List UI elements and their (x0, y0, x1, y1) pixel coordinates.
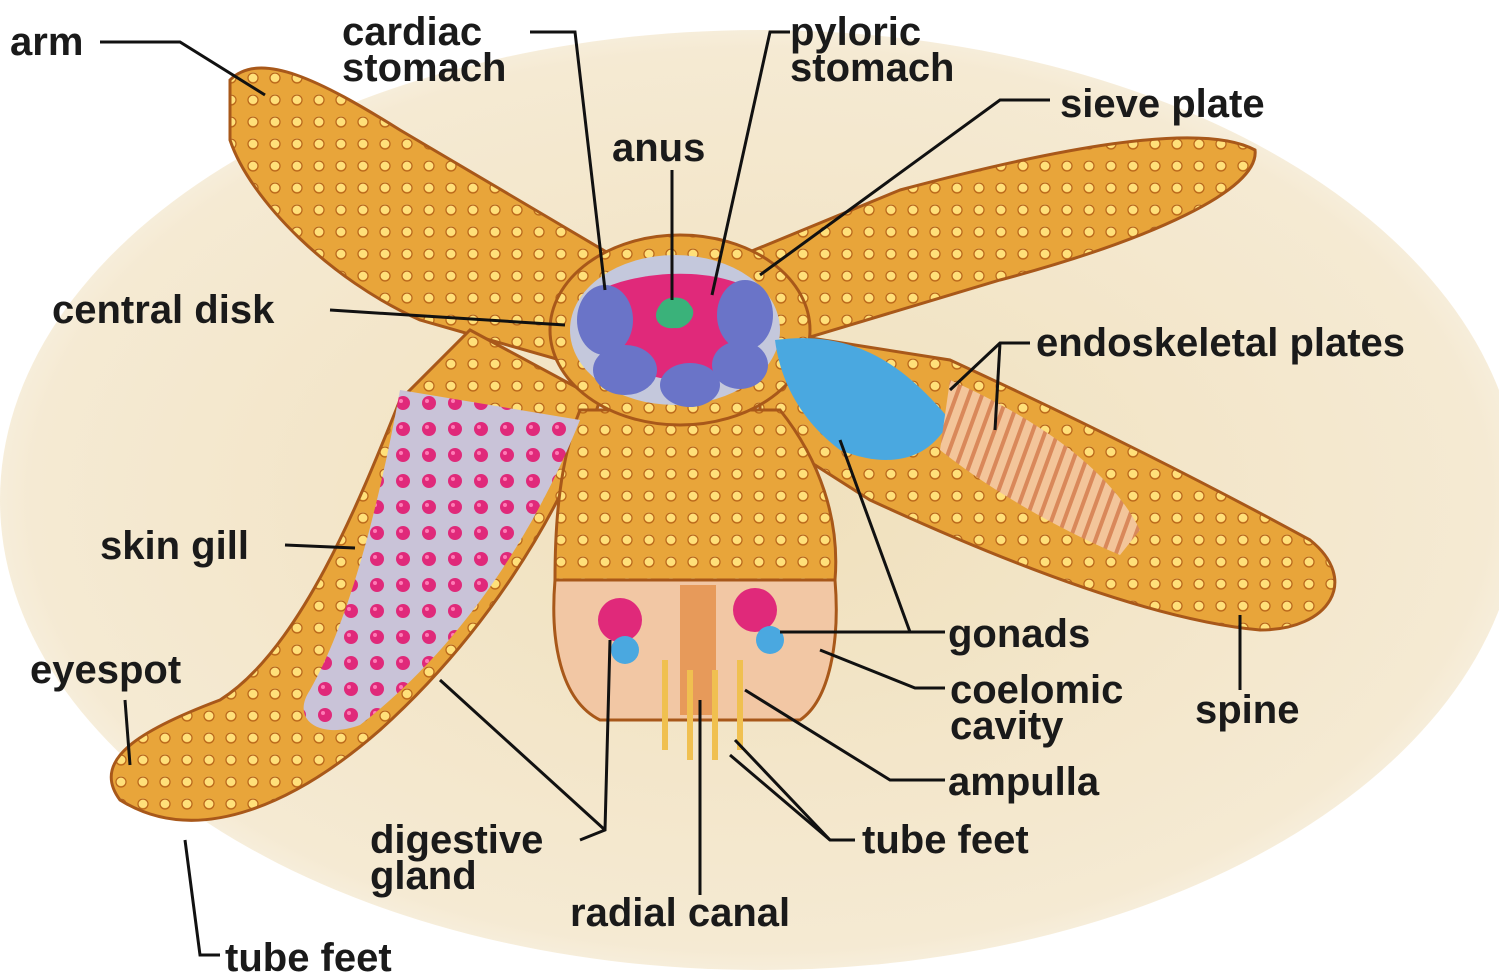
label-skin-gill: skin gill (100, 528, 249, 564)
label-coelomic-cavity: coelomic cavity (950, 672, 1123, 744)
label-cardiac-line1: cardiac (342, 14, 507, 50)
label-tube-feet-right: tube feet (862, 822, 1029, 858)
label-digestive-line2: gland (370, 858, 543, 894)
label-sieve-plate: sieve plate (1060, 86, 1265, 122)
label-digestive-gland: digestive gland (370, 822, 543, 894)
label-gonads: gonads (948, 616, 1090, 652)
arm-bottom (555, 410, 836, 580)
label-coelomic-line1: coelomic (950, 672, 1123, 708)
label-central-disk: central disk (52, 292, 274, 328)
gonad-cluster (611, 636, 639, 664)
label-pyloric-line2: stomach (790, 50, 955, 86)
label-coelomic-line2: cavity (950, 708, 1123, 744)
label-digestive-line1: digestive (370, 822, 543, 858)
label-anus: anus (612, 130, 705, 166)
gonad-cluster (756, 626, 784, 654)
stomach-lobe (717, 280, 773, 350)
stomach-lobe (593, 345, 657, 395)
label-endoskeletal-plates: endoskeletal plates (1036, 325, 1405, 361)
gonad-cluster (598, 598, 642, 642)
label-cardiac-stomach: cardiac stomach (342, 14, 507, 86)
label-arm: arm (10, 24, 83, 60)
label-pyloric-line1: pyloric (790, 14, 955, 50)
label-eyespot: eyespot (30, 652, 181, 688)
label-radial-canal: radial canal (570, 895, 790, 931)
stomach-lobe (577, 285, 633, 355)
stomach-lobe (660, 363, 720, 407)
leader-tube-feet-b (185, 840, 220, 955)
label-spine: spine (1195, 692, 1299, 728)
label-cardiac-line2: stomach (342, 50, 507, 86)
gonad-cluster (733, 588, 777, 632)
label-tube-feet-bottom: tube feet (225, 940, 392, 976)
label-ampulla: ampulla (948, 764, 1099, 800)
radial-canal-shape (680, 585, 716, 715)
stomach-lobe (712, 341, 768, 389)
label-pyloric-stomach: pyloric stomach (790, 14, 955, 86)
